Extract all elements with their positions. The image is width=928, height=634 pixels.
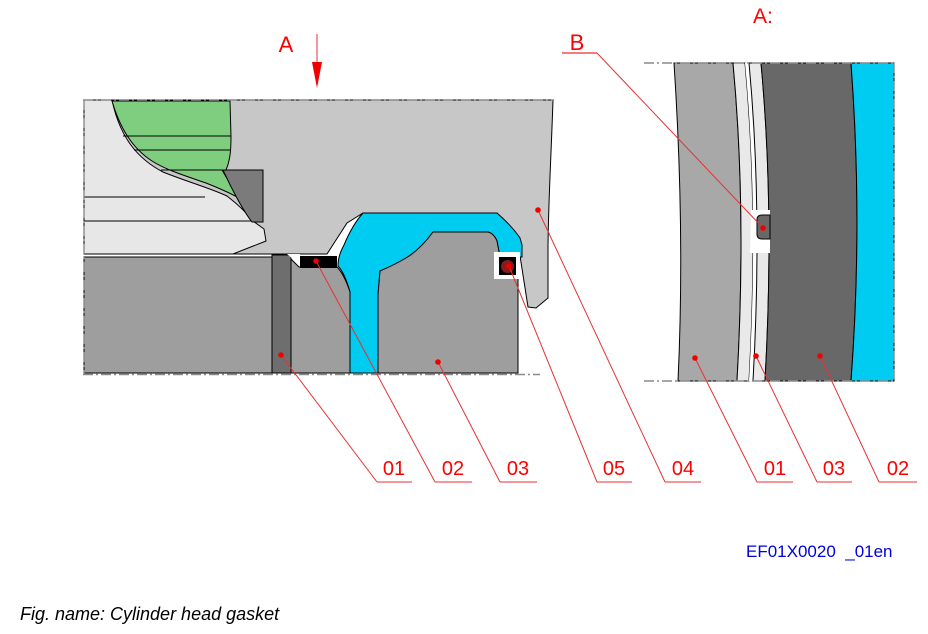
callout-main-04: 04 (535, 207, 701, 483)
leader-dot (435, 359, 441, 365)
leader-dot (692, 355, 698, 361)
leader-dot (753, 353, 759, 359)
bead-leader-line (596, 52, 764, 229)
gasket-layer-gap (745, 63, 758, 381)
seat-insert-shape (222, 169, 264, 223)
callout-label: 03 (823, 458, 845, 480)
bead-callout-b: B (562, 30, 766, 231)
section-a-label: A (279, 32, 294, 57)
callout-main-03: 03 (435, 359, 537, 483)
callout-label: 01 (764, 458, 786, 480)
callout-label: 02 (887, 458, 909, 480)
callout-label: 03 (507, 458, 529, 480)
callout-main-02: 02 (313, 258, 472, 483)
detail-coolant-band (850, 62, 895, 382)
engine-block-left (83, 256, 273, 374)
callout-detail-01: 01 (692, 355, 793, 483)
engine-block-pillar (290, 257, 351, 374)
main-section-view (83, 99, 554, 376)
leader-line (315, 260, 436, 483)
leader-line (280, 354, 378, 483)
document-code: EF01X0020 _01en (746, 542, 893, 561)
leader-line (508, 265, 598, 483)
callout-main-05: 05 (506, 263, 632, 483)
leader-dot (817, 353, 823, 359)
callout-detail-02: 02 (817, 353, 917, 483)
callout-main-01: 01 (278, 352, 412, 483)
leader-line (819, 355, 880, 483)
leader-line (694, 357, 758, 483)
callout-label: 01 (383, 458, 405, 480)
leader-dot (506, 263, 512, 269)
detail-view-a (644, 62, 895, 382)
bead-label: B (570, 30, 585, 55)
callout-label: 04 (672, 458, 694, 480)
detail-view-title: A: (753, 5, 773, 28)
section-marker-a: A (279, 32, 322, 88)
leader-dot (278, 352, 284, 358)
leader-line (755, 355, 818, 483)
leader-line (437, 361, 501, 483)
callout-detail-03: 03 (753, 353, 852, 483)
leader-dot (313, 258, 319, 264)
main-view-border (83, 99, 554, 376)
detail-view-border (644, 62, 895, 382)
detail-band-head-side (760, 62, 858, 382)
valve-seat-shape (111, 100, 239, 199)
detail-band-block-side (673, 62, 742, 382)
leader-line (537, 209, 666, 483)
leader-dot (535, 207, 541, 213)
gasket-clearance-wedge (287, 254, 300, 265)
section-a-arrowhead-icon (312, 62, 322, 88)
callout-label: 05 (603, 458, 625, 480)
figure-caption: Fig. name: Cylinder head gasket (20, 604, 280, 624)
bead-leader-dot (760, 225, 766, 231)
callout-label: 02 (442, 458, 464, 480)
